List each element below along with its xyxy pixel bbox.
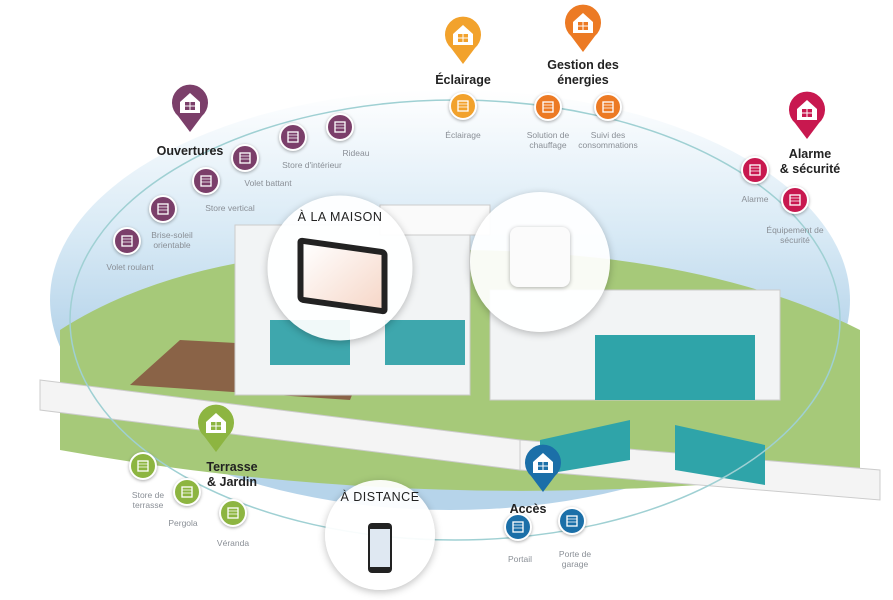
hub-device-icon: [510, 227, 570, 287]
alarme-title-line: & sécurité: [779, 162, 841, 176]
store-terrasse-button[interactable]: [129, 452, 157, 480]
brise-soleil-button[interactable]: [149, 195, 177, 223]
heating-button[interactable]: [534, 93, 562, 121]
eclairage-light-label: Éclairage: [445, 130, 481, 140]
smartphone-icon: [368, 523, 392, 573]
consumption-label: Suivi des consommations: [578, 130, 638, 150]
volet-battant-button[interactable]: [231, 144, 259, 172]
remote-title: À DISTANCE: [340, 490, 420, 504]
volet-roulant-button[interactable]: [113, 227, 141, 255]
store-vertical-label: Store vertical: [205, 203, 255, 213]
portail-label: Portail: [507, 554, 533, 564]
volet-roulant-label: Volet roulant: [106, 262, 154, 272]
porte-garage-label: Porte de garage: [558, 549, 592, 569]
home-title: À LA MAISON: [297, 210, 383, 224]
pergola-icon: [181, 486, 193, 498]
consumption-icon: [602, 101, 614, 113]
ouvertures-title: Ouvertures: [157, 144, 224, 159]
alarm-siren-button[interactable]: [741, 156, 769, 184]
eclairage-title: Éclairage: [435, 73, 491, 88]
store-terrasse-icon: [137, 460, 149, 472]
garage-door: [595, 335, 755, 400]
acces-pin-icon: [525, 444, 561, 492]
acces-title: Accès: [510, 502, 547, 517]
volet-roulant-icon: [121, 235, 133, 247]
veranda-icon: [227, 507, 239, 519]
energies-title-line: Gestion des: [547, 58, 619, 72]
store-vertical-icon: [200, 175, 212, 187]
veranda-button[interactable]: [219, 499, 247, 527]
store-interieur-icon: [287, 131, 299, 143]
brise-soleil-label: Brise-soleil orientable: [151, 230, 193, 250]
portail-button[interactable]: [504, 513, 532, 541]
tablet-icon: [297, 237, 388, 315]
pergola-button[interactable]: [173, 478, 201, 506]
heating-icon: [542, 101, 554, 113]
terrasse-pin-icon: [198, 404, 234, 452]
terrasse-title-line: & Jardin: [206, 475, 258, 489]
porte-garage-icon: [566, 515, 578, 527]
energies-pin-icon: [565, 4, 601, 52]
consumption-button[interactable]: [594, 93, 622, 121]
gate-right: [675, 425, 765, 485]
alarme-pin-icon: [789, 91, 825, 139]
eclairage-light-button[interactable]: [449, 92, 477, 120]
remote-bubble: [325, 480, 435, 590]
store-interieur-button[interactable]: [279, 123, 307, 151]
store-interieur-label: Store d'intérieur: [282, 160, 342, 170]
volet-battant-icon: [239, 152, 251, 164]
terrasse-title: Terrasse& Jardin: [206, 460, 257, 490]
eclairage-pin-icon: [445, 16, 481, 64]
ouvertures-title-line: Ouvertures: [156, 144, 224, 158]
eclairage-title-line: Éclairage: [435, 73, 491, 87]
eclairage-light-icon: [457, 100, 469, 112]
ouvertures-pin-icon: [172, 84, 208, 132]
security-camera-label: Équipement de sécurité: [766, 225, 824, 245]
rideau-button[interactable]: [326, 113, 354, 141]
acces-title-line: Accès: [509, 502, 547, 516]
energies-title-line: énergies: [557, 73, 609, 87]
rideau-label: Rideau: [342, 148, 370, 158]
security-camera-button[interactable]: [781, 186, 809, 214]
alarm-siren-icon: [749, 164, 761, 176]
alarm-siren-label: Alarme: [741, 194, 769, 204]
porte-garage-button[interactable]: [558, 507, 586, 535]
store-terrasse-label: Store de terrasse: [131, 490, 165, 510]
home-bubble: [267, 195, 413, 341]
hub-bubble: [470, 192, 610, 332]
store-vertical-button[interactable]: [192, 167, 220, 195]
pergola-label: Pergola: [168, 518, 198, 528]
rideau-icon: [334, 121, 346, 133]
alarme-title-line: Alarme: [788, 147, 832, 161]
alarme-title: Alarme& sécurité: [780, 147, 840, 177]
brise-soleil-icon: [157, 203, 169, 215]
security-camera-icon: [789, 194, 801, 206]
volet-battant-label: Volet battant: [244, 178, 292, 188]
gate-left: [540, 420, 630, 475]
heating-label: Solution de chauffage: [526, 130, 570, 150]
veranda-label: Véranda: [216, 538, 250, 548]
portail-icon: [512, 521, 524, 533]
terrasse-title-line: Terrasse: [206, 460, 258, 474]
